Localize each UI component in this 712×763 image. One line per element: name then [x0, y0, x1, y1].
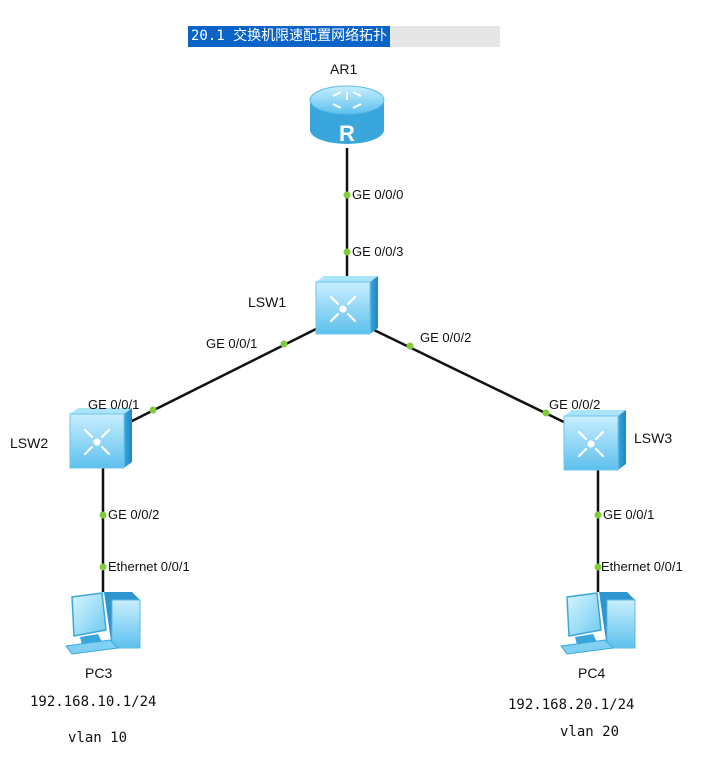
port-label-ar1-ge000: GE 0/0/0 — [352, 187, 404, 202]
switch-icon-lsw2[interactable] — [69, 408, 132, 469]
port-dot-lsw2-ge001 — [149, 406, 157, 414]
port-dots — [99, 191, 602, 571]
port-label-lsw3-ge001: GE 0/0/1 — [603, 507, 655, 522]
router-icon[interactable]: R — [309, 85, 385, 146]
port-label-lsw1-ge003: GE 0/0/3 — [352, 244, 404, 259]
pc4-ip-address: 192.168.20.1/24 — [508, 697, 635, 713]
title-bar: 20.1 交换机限速配置网络拓扑 — [188, 26, 500, 47]
pc3-vlan: vlan 10 — [68, 730, 128, 746]
port-dot-lsw3-ge001 — [594, 511, 602, 519]
device-label-pc3: PC3 — [85, 665, 113, 681]
device-label-lsw3: LSW3 — [634, 430, 673, 446]
port-label-lsw2-ge002: GE 0/0/2 — [108, 507, 160, 522]
pc3-ip-address: 192.168.10.1/24 — [30, 694, 157, 710]
pc4-vlan: vlan 20 — [560, 724, 620, 740]
port-dot-lsw1-ge002 — [406, 342, 414, 350]
links — [101, 148, 600, 592]
diagram-title: 20.1 交换机限速配置网络拓扑 — [188, 26, 391, 47]
link-lsw1-lsw3 — [373, 328, 569, 426]
port-label-lsw3-ge002: GE 0/0/2 — [549, 397, 601, 412]
port-label-lsw2-ge001: GE 0/0/1 — [88, 397, 140, 412]
port-dot-lsw1-ge001 — [280, 340, 288, 348]
device-label-ar1: AR1 — [330, 61, 358, 77]
pc-icon-pc3[interactable] — [65, 592, 141, 655]
port-dot-lsw3-ge002 — [542, 409, 550, 417]
port-label-pc4-eth: Ethernet 0/0/1 — [601, 559, 683, 574]
device-label-lsw1: LSW1 — [248, 294, 287, 310]
device-label-lsw2: LSW2 — [10, 435, 49, 451]
port-label-lsw1-ge002: GE 0/0/2 — [420, 330, 472, 345]
switch-icon-lsw3[interactable] — [563, 410, 626, 471]
port-dot-lsw2-ge002 — [99, 511, 107, 519]
port-label-pc3-eth: Ethernet 0/0/1 — [108, 559, 190, 574]
port-dot-pc3-eth — [99, 563, 107, 571]
port-label-lsw1-ge001: GE 0/0/1 — [206, 336, 258, 351]
device-label-pc4: PC4 — [578, 665, 606, 681]
port-dot-lsw1-ge003 — [343, 248, 351, 256]
port-dot-pc4-eth — [594, 563, 602, 571]
port-dot-ar1-ge000 — [343, 191, 351, 199]
pc-icon-pc4[interactable] — [560, 592, 636, 655]
router-letter: R — [339, 121, 355, 146]
switch-icon-lsw1[interactable] — [315, 276, 378, 335]
